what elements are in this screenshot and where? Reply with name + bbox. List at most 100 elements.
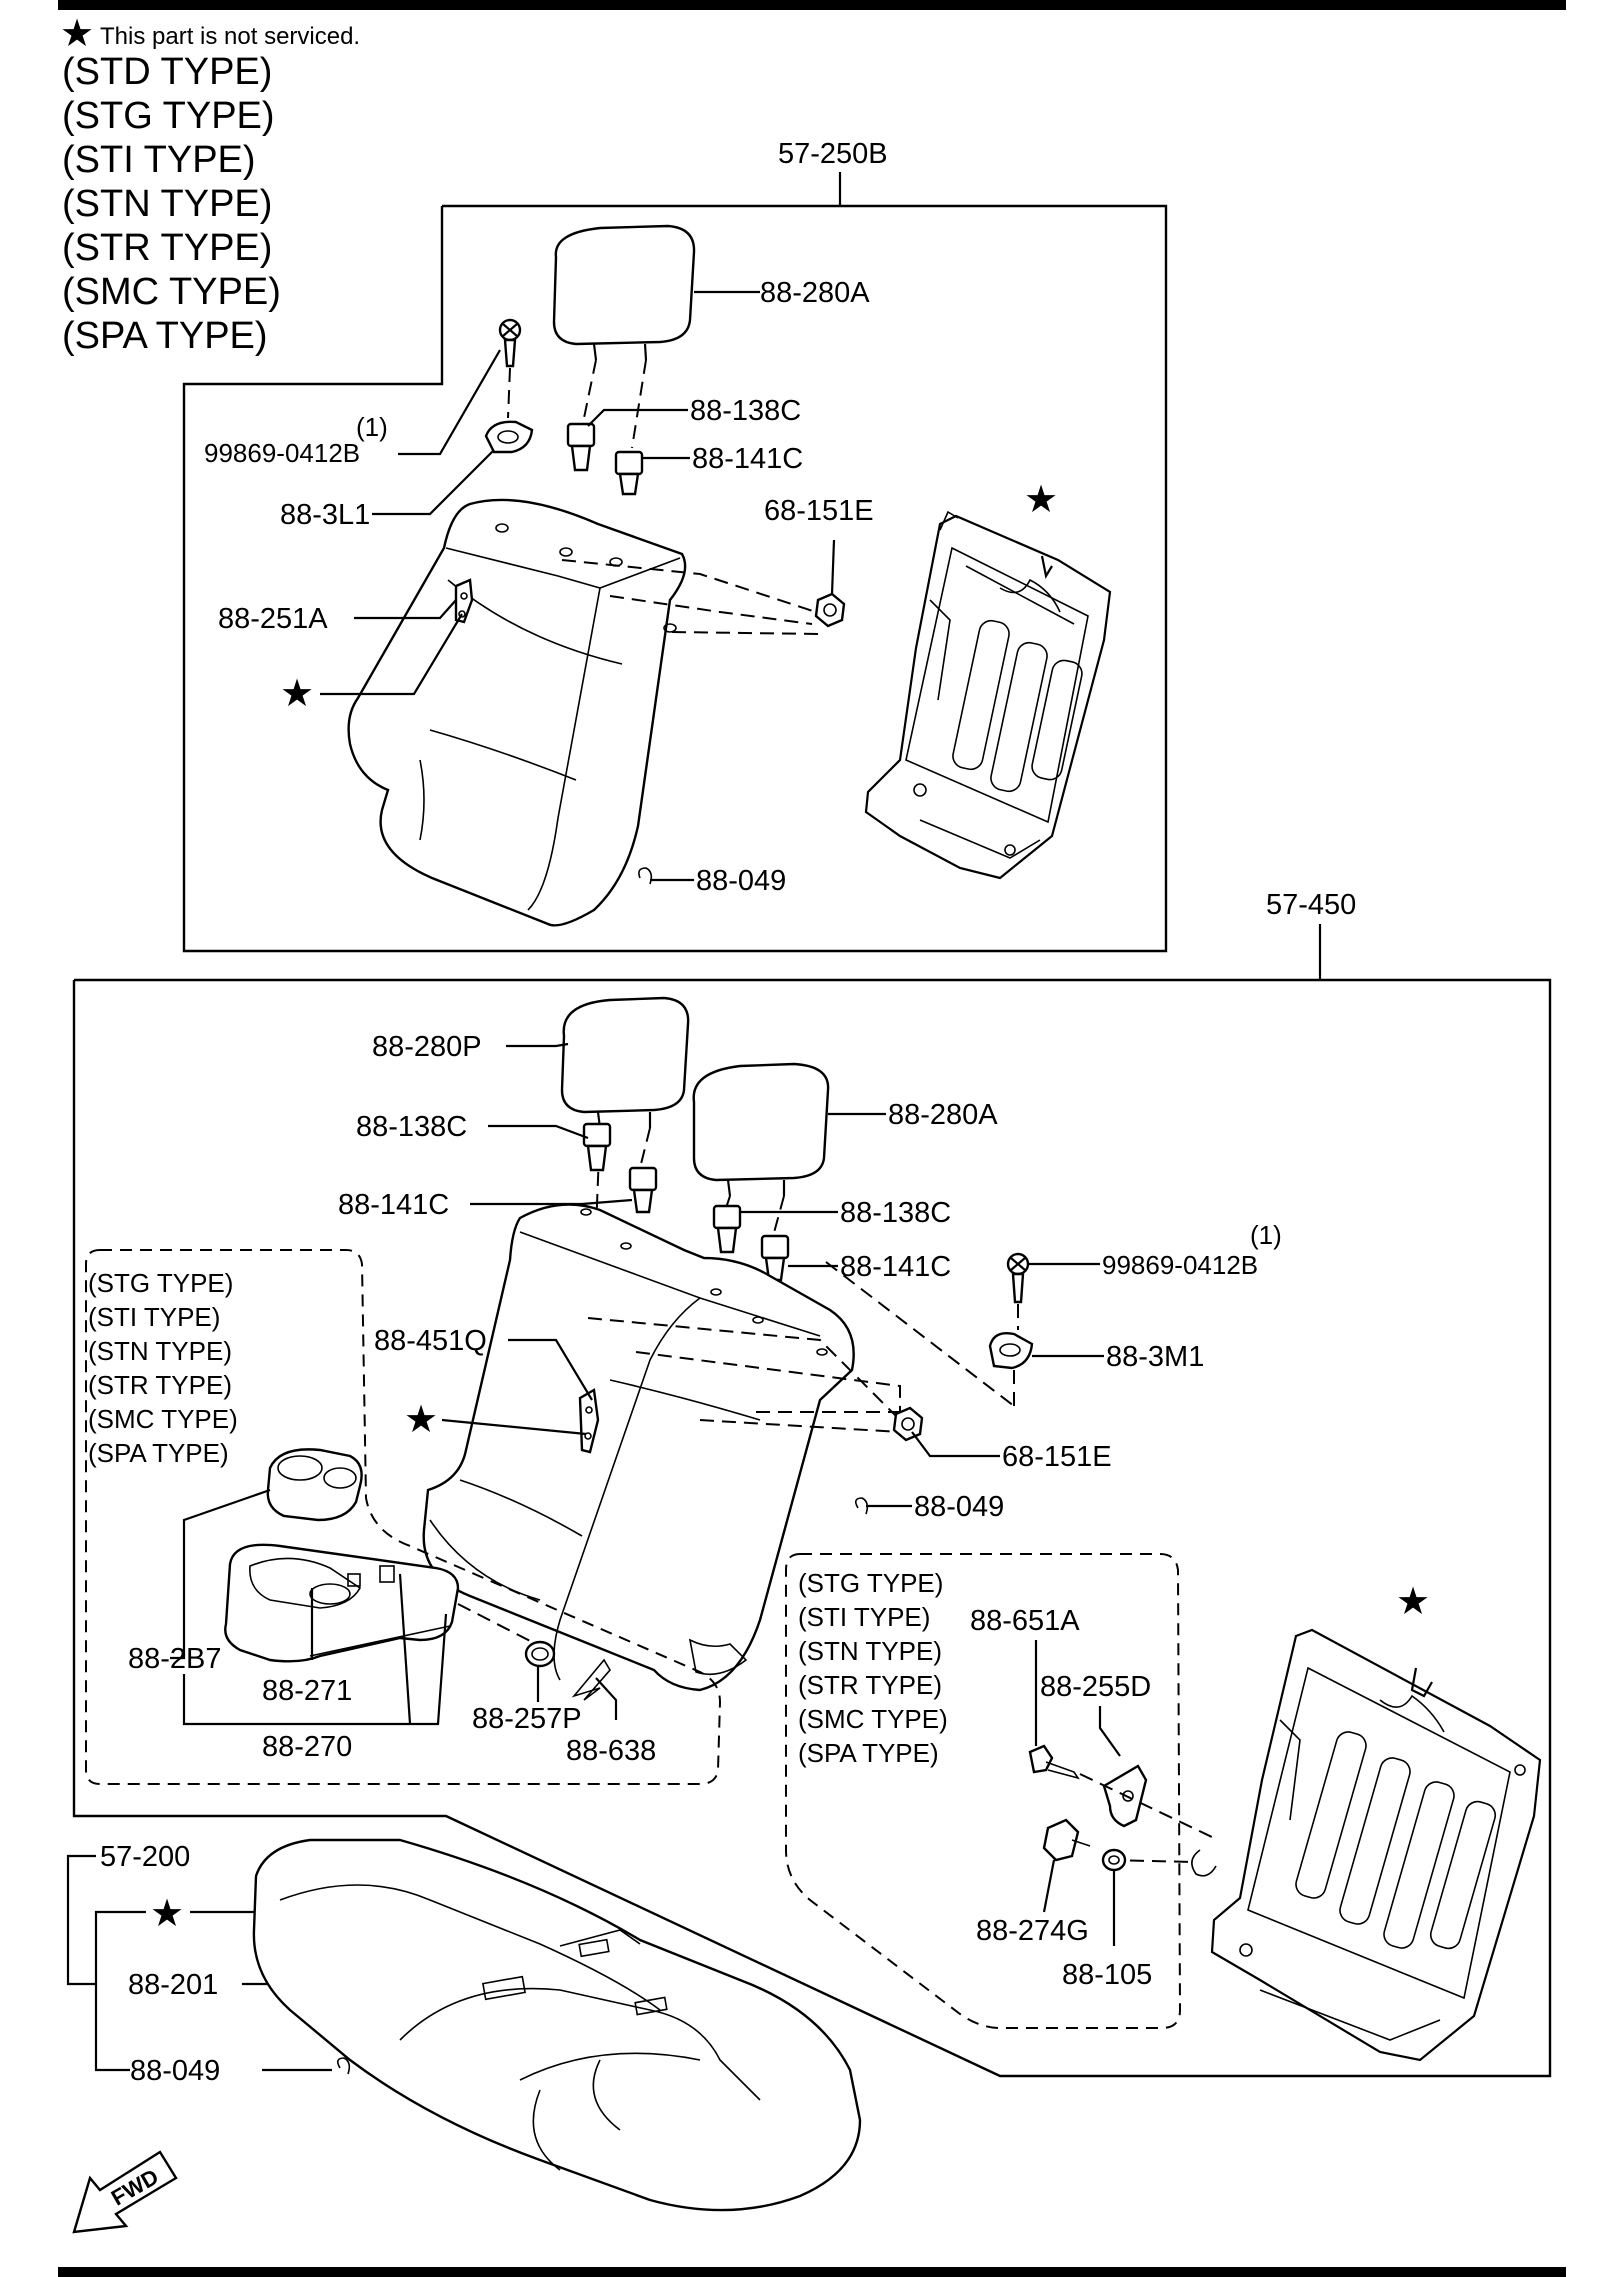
group-57-250B-box — [182, 204, 1168, 953]
armrest-type-list: (STG TYPE) (STI TYPE) (STN TYPE) (STR TY… — [88, 1268, 238, 1468]
star-marker: ★ — [1396, 1581, 1430, 1623]
callout-88-274G: 88-274G — [976, 1915, 1089, 1947]
header-type-list: (STD TYPE) (STG TYPE) (STI TYPE) (STN TY… — [62, 51, 281, 357]
callout-88-049-b: 88-049 — [914, 1491, 1004, 1523]
leader-line — [830, 539, 836, 595]
dashed-guide — [1079, 1773, 1215, 1839]
callout-99869-0412B-b: 99869-0412B — [1102, 1250, 1258, 1280]
header-type: (SPA TYPE) — [62, 315, 268, 357]
hinge-type-list: (STG TYPE) (STI TYPE) (STN TYPE) (STR TY… — [798, 1568, 948, 1768]
forward-direction-arrow: FWD — [72, 2150, 178, 2234]
header-type: (STR TYPE) — [62, 227, 272, 269]
clip-88-049-cushion — [336, 2057, 351, 2075]
header-type: (STI TYPE) — [62, 139, 256, 181]
headrest-88-280A-lower — [692, 1062, 830, 1241]
leader-line — [182, 1613, 448, 1726]
callout-68-151E-b: 68-151E — [1002, 1441, 1112, 1473]
part-88-105 — [1101, 1848, 1127, 1872]
header-type: (STD TYPE) — [62, 51, 272, 93]
leader-line — [354, 599, 457, 620]
header-type: (STN TYPE) — [62, 183, 272, 225]
dashed-guide — [561, 559, 817, 613]
leader-line — [595, 1677, 618, 1720]
armrest-type: (SPA TYPE) — [88, 1438, 229, 1468]
leader-line — [911, 1431, 1000, 1458]
callout-88-270: 88-270 — [262, 1731, 352, 1763]
leader-line — [587, 408, 688, 427]
bracket-88-251A — [454, 578, 474, 624]
bracket-88-451Q — [578, 1388, 600, 1454]
armrest-type: (SMC TYPE) — [88, 1404, 238, 1434]
part-88-274G — [1042, 1818, 1091, 1862]
leader-line — [66, 1854, 96, 1986]
nut-68-151E-upper — [814, 592, 846, 628]
callout-88-3L1: 88-3L1 — [280, 499, 370, 531]
header-type: (STG TYPE) — [62, 95, 275, 137]
clip-88-049-lower — [854, 1497, 869, 1515]
dashed-guide — [825, 1261, 1015, 1407]
star-marker: ★ — [150, 1893, 184, 1935]
seat-back-lower — [422, 1203, 855, 1692]
hinge-types-box — [785, 1553, 1182, 2029]
dashed-guide — [457, 1603, 541, 1647]
armrest-types-box — [85, 1249, 722, 1785]
callout-99869-0412B: 99869-0412B — [204, 438, 360, 468]
dashed-guide — [587, 1317, 901, 1421]
guide-88-141C-right — [760, 1234, 790, 1282]
cup-holder — [266, 1448, 363, 1522]
seat-back-upper — [347, 498, 687, 927]
top-border-bar — [58, 0, 1566, 10]
callout-88-451Q: 88-451Q — [374, 1325, 487, 1357]
note-text: This part is not serviced. — [100, 23, 360, 50]
header-type: (SMC TYPE) — [62, 271, 281, 313]
callout-88-280P: 88-280P — [372, 1031, 482, 1063]
callout-88-138C-c: 88-138C — [840, 1197, 951, 1229]
leader-line — [170, 1488, 271, 1660]
guide-88-138C-left — [582, 1122, 612, 1172]
guide-88-138C-right — [712, 1204, 742, 1254]
callout-88-251A: 88-251A — [218, 603, 328, 635]
callout-88-105: 88-105 — [1062, 1959, 1152, 1991]
hinge-type: (SMC TYPE) — [798, 1704, 948, 1734]
leader-line — [1042, 1859, 1056, 1913]
armrest-body — [224, 1543, 460, 1663]
seat-cushion — [252, 1838, 862, 2212]
guide-88-141C-left — [628, 1166, 658, 1214]
nut-68-151E-lower — [892, 1406, 924, 1442]
bolt-88-651A — [1028, 1744, 1080, 1780]
callout-88-141C-c: 88-141C — [840, 1251, 951, 1283]
armrest-type: (STI TYPE) — [88, 1302, 220, 1332]
screw-99869-lower — [1006, 1252, 1030, 1330]
hinge-type: (SPA TYPE) — [798, 1738, 939, 1768]
bottom-border-bar — [58, 2267, 1566, 2277]
callout-57-200: 57-200 — [100, 1841, 190, 1873]
callout-88-049-c: 88-049 — [130, 2055, 220, 2087]
cover-88-3L1 — [484, 420, 534, 454]
callout-qty-b: (1) — [1250, 1220, 1282, 1250]
dashed-guide — [671, 631, 821, 635]
callout-88-138C-b: 88-138C — [356, 1111, 467, 1143]
hinge-type: (STI TYPE) — [798, 1602, 930, 1632]
callout-qty: (1) — [356, 412, 388, 442]
dashed-guide — [699, 1419, 901, 1433]
callout-88-201: 88-201 — [128, 1969, 218, 2001]
group-57-450-box — [72, 978, 1552, 2078]
note-star: ★ — [60, 13, 94, 55]
callout-88-141C: 88-141C — [692, 443, 803, 475]
leader-line — [398, 1573, 412, 1725]
part-88-257P — [524, 1640, 556, 1668]
screw-99869-upper — [498, 318, 522, 419]
callout-88-138C: 88-138C — [690, 395, 801, 427]
hinge-type: (STG TYPE) — [798, 1568, 943, 1598]
star-marker: ★ — [404, 1399, 438, 1441]
dashed-guide — [609, 595, 813, 625]
callout-57-250B: 57-250B — [778, 138, 888, 170]
star-marker: ★ — [1024, 479, 1058, 521]
armrest-type: (STN TYPE) — [88, 1336, 232, 1366]
leader-line — [508, 1338, 593, 1401]
armrest-type: (STG TYPE) — [88, 1268, 233, 1298]
armrest-type: (STR TYPE) — [88, 1370, 232, 1400]
hinge-type: (STN TYPE) — [798, 1636, 942, 1666]
callout-68-151E: 68-151E — [764, 495, 874, 527]
